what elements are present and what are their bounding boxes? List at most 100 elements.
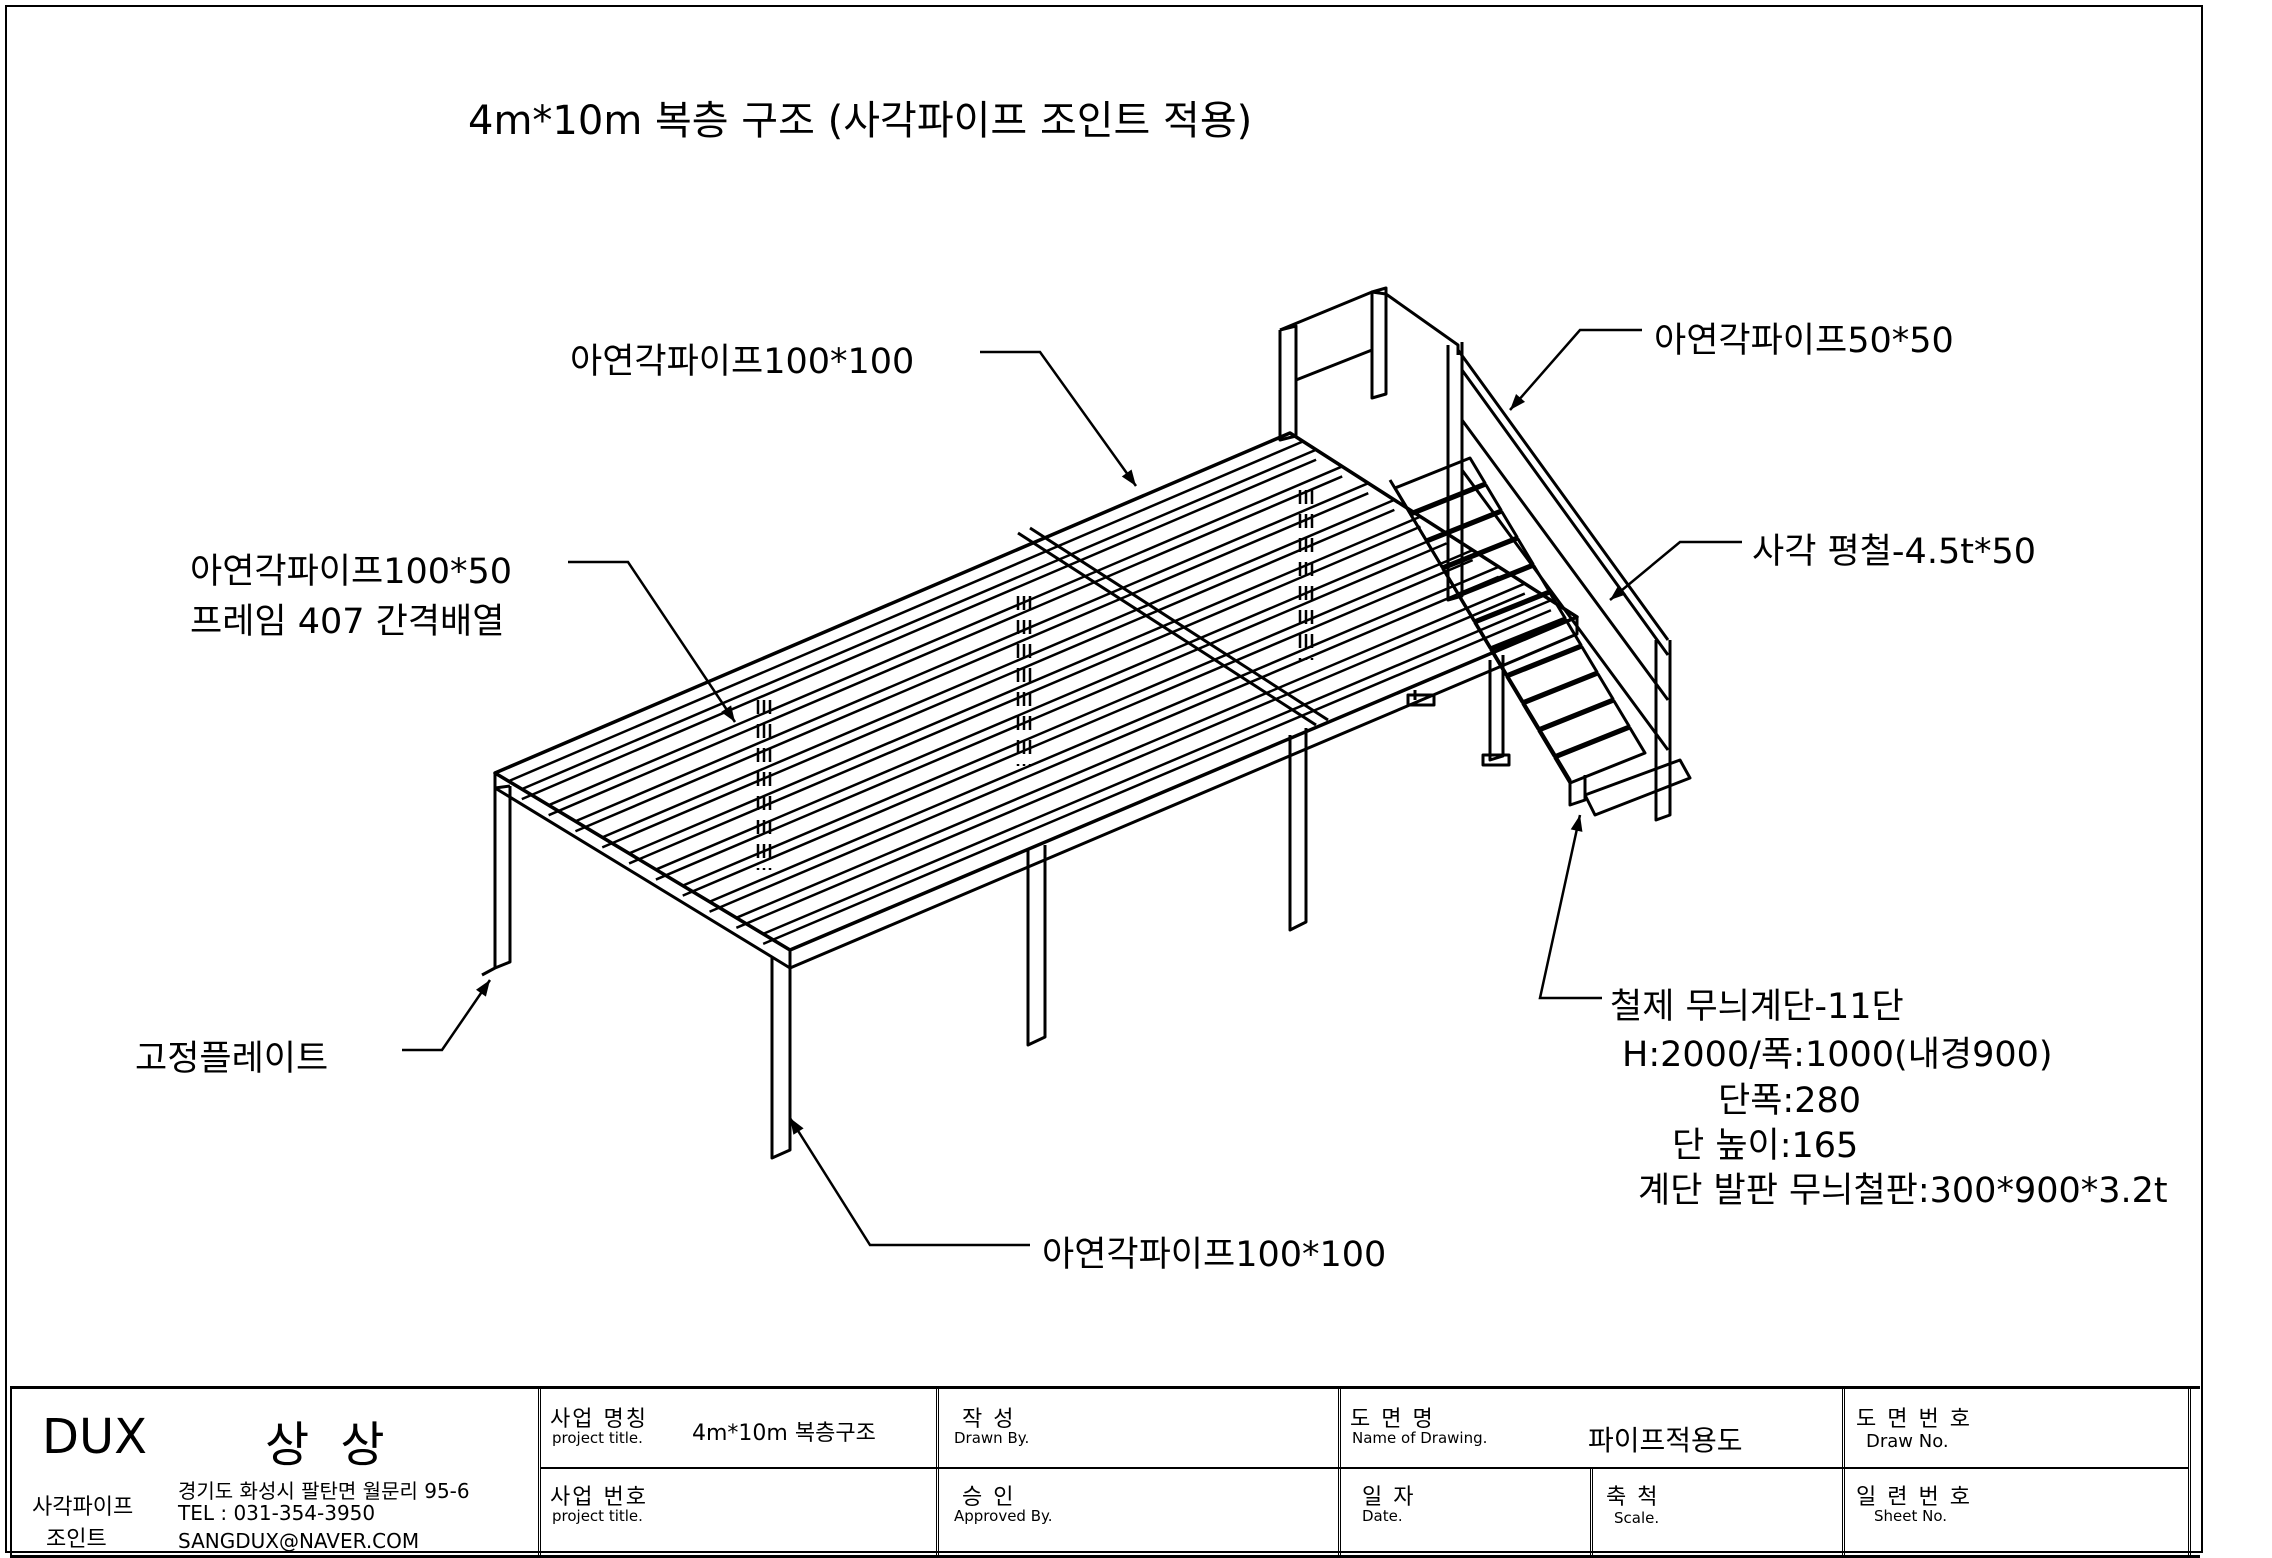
deck-joist [655,532,1448,871]
callout-stair-plate: 계단 발판 무늬철판:300*900*3.2t [1638,1171,2168,1211]
landing-rail-top [1279,290,1460,355]
approved-by-label-en: Approved By. [954,1507,1053,1525]
stair-step [1457,564,1551,623]
landing-post-2 [1370,286,1388,400]
sheet-border [5,5,2203,1553]
company-tel: TEL : 031-354-3950 [178,1501,376,1525]
stair-step [1537,699,1631,758]
deck-joist [735,592,1526,929]
scale-label-en: Scale. [1614,1509,1660,1527]
drawing-title: 4m*10m 복층 구조 (사각파이프 조인트 적용) [468,98,1253,144]
deck-joist [521,458,1317,801]
project-name-value: 4m*10m 복층구조 [692,1421,876,1446]
tb-divider [2188,1389,2191,1555]
leader-arrowhead [476,980,490,997]
date-label: 일 자 [1362,1485,1416,1510]
stair-handrail-mid [1460,419,1670,751]
stair-leg-1 [1488,655,1505,762]
leader-lines [402,328,1742,1247]
deck-joist [601,508,1395,849]
drawing-name-value: 파이프적용도 [1588,1424,1743,1457]
tb-divider [538,1389,541,1555]
column-front-corner [770,958,792,1160]
base-plate-2 [1406,693,1436,707]
scale-label: 축 척 [1606,1485,1660,1510]
leader-arrowhead [1570,815,1583,832]
callout-stair-size: H:2000/폭:1000(내경900) [1622,1035,2053,1075]
stair-handrail [1456,349,1670,656]
deck-joist [762,609,1552,946]
company-email: SANGDUX@NAVER.COM [178,1529,420,1553]
stair-post-bottom [1654,640,1672,822]
landing-post-1 [1278,324,1298,442]
deck-joist [709,565,1500,903]
mezzanine-platform [481,431,1579,1160]
column-right [1288,728,1308,932]
stair-step [1553,726,1647,785]
leader-main-beam [980,350,1138,487]
callout-flat-bar: 사각 평철-4.5t*50 [1752,532,2036,572]
draw-no-label: 도 면 번 호 [1856,1407,1972,1432]
leader-frame-pipe [568,560,737,723]
deck-joist [548,475,1343,817]
deck-joists [508,439,1552,946]
leader-arrowhead [1121,469,1136,486]
leader-arrowhead [1610,585,1627,600]
column-left [481,786,512,977]
landing-post-3 [1446,342,1464,602]
deck-joist [709,575,1500,913]
stair-step [1521,672,1615,731]
stair-step [1441,537,1535,596]
tb-row-divider [541,1467,2188,1469]
deck-joist [601,498,1395,839]
draw-no-label-en: Draw No. [1866,1431,1949,1452]
callout-handrail-pipe: 아연각파이프50*50 [1654,321,1954,361]
company-name-ko: 상 상 [265,1417,393,1473]
stair-assembly [1278,286,1692,822]
deck-joist [682,558,1474,897]
stair-step [1505,645,1599,704]
leader-arrowhead [721,705,735,722]
back-beam-edge [508,439,1305,783]
brand-line2: 조인트 [46,1527,107,1552]
tb-divider [1590,1467,1593,1555]
column-middle [1026,845,1047,1047]
stair-step [1489,618,1583,677]
deck-joist [655,542,1448,881]
callout-fixing-plate: 고정플레이트 [135,1039,329,1079]
callout-main-beam: 아연각파이프100*100 [570,342,915,382]
project-no-label: 사업 번호 [550,1485,648,1510]
callout-frame-spacing: 프레임 407 간격배열 [190,602,505,642]
approved-by-label: 승 인 [962,1485,1016,1510]
deck-joist [548,465,1343,807]
stair-step [1425,510,1519,569]
leader-fixing-plate [402,979,492,1052]
drawn-by-label-en: Drawn By. [954,1429,1030,1447]
leader-flat-bar [1609,540,1742,601]
leader-stair [1538,814,1602,1000]
tb-divider [1338,1389,1341,1555]
deck-joist [735,582,1526,919]
sheet-no-label: 일 련 번 호 [1856,1485,1972,1510]
leader-column [788,1117,1030,1247]
deck-joist [574,492,1369,833]
drawing-name-label: 도 면 명 [1350,1407,1435,1432]
company-name: DUX [42,1409,147,1465]
front-beam [493,773,792,970]
project-name-label-en: project title. [552,1429,643,1447]
drawing-name-label-en: Name of Drawing. [1352,1429,1488,1447]
leader-handrail [1509,328,1642,411]
deck-joist [762,599,1552,936]
stair-step [1473,591,1567,650]
callout-column-pipe: 아연각파이프100*100 [1042,1235,1387,1275]
tb-divider [1842,1389,1845,1555]
deck-joist [682,548,1474,887]
project-name-label: 사업 명칭 [550,1407,648,1432]
deck-joist [574,482,1369,823]
tb-divider [936,1389,939,1555]
leader-arrowhead [790,1118,804,1135]
brand-line1: 사각파이프 [32,1495,134,1520]
callout-frame-pipe: 아연각파이프100*50 [190,552,513,592]
landing-rail-mid [1295,348,1373,382]
